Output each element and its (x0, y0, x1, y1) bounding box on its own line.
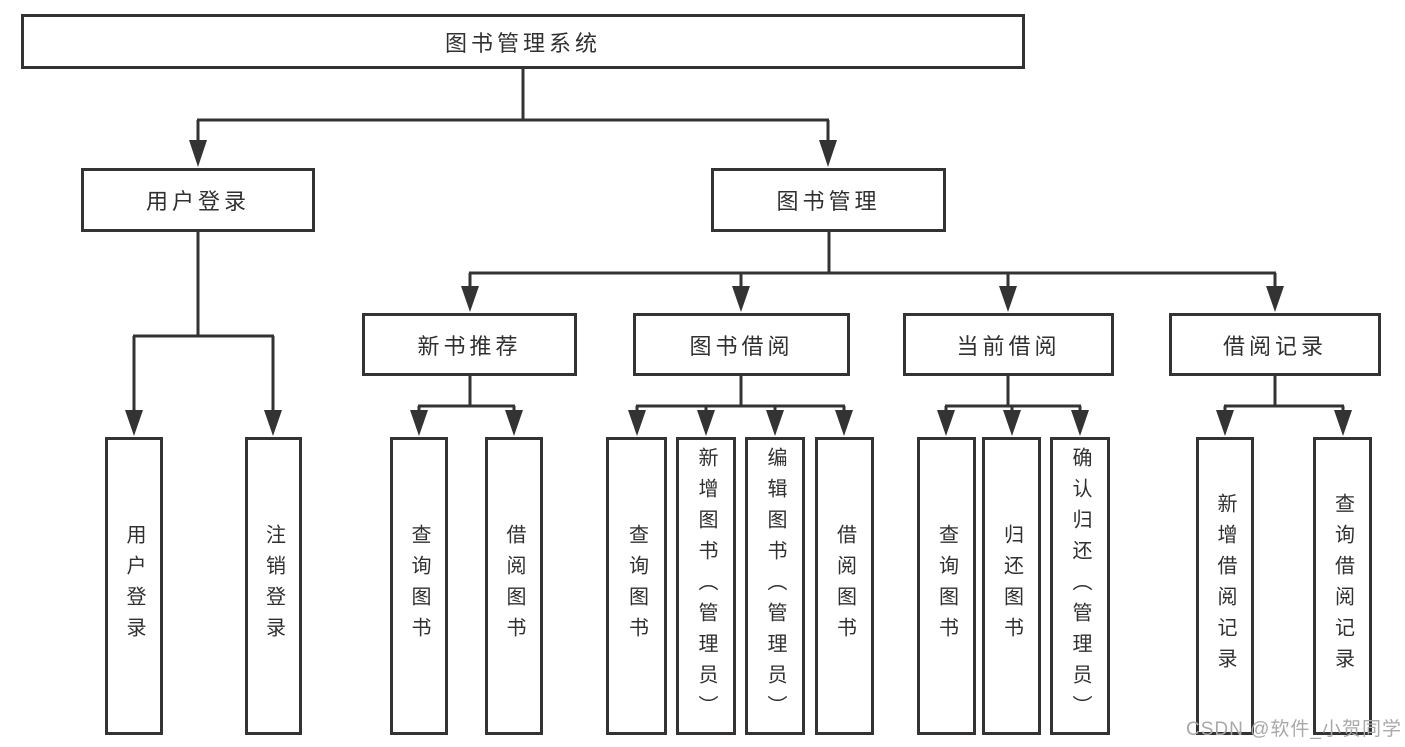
leaf-newbooks-borrow: 借阅图书 (485, 437, 543, 735)
node-root: 图书管理系统 (21, 14, 1025, 69)
connector-user-login-to-leaves (132, 232, 275, 416)
csdn-watermark: CSDN @软件_小贺同学 (1186, 719, 1402, 740)
node-current-borrow: 当前借阅 (903, 313, 1114, 376)
leaf-newbooks-query: 查询图书 (390, 437, 448, 735)
leaf-borrow-add-admin: 新增图书（管理员） (676, 437, 736, 735)
leaf-borrow-edit-admin: 编辑图书（管理员） (745, 437, 805, 735)
connector-level3-to-leaves (417, 376, 1345, 416)
leaf-user-login: 用户登录 (105, 437, 163, 735)
leaf-logout: 注销登录 (245, 437, 302, 735)
node-book-borrow: 图书借阅 (633, 313, 850, 376)
leaf-records-add: 新增借阅记录 (1196, 437, 1254, 735)
leaf-current-query: 查询图书 (917, 437, 976, 735)
node-book-management: 图书管理 (711, 168, 946, 232)
node-new-book-recommend: 新书推荐 (362, 313, 577, 376)
leaf-records-query: 查询借阅记录 (1313, 437, 1372, 735)
node-borrow-records: 借阅记录 (1169, 313, 1381, 376)
leaf-current-return: 归还图书 (982, 437, 1041, 735)
connector-book-management-to-level3 (468, 232, 1277, 292)
leaf-borrow-query: 查询图书 (606, 437, 667, 735)
arrowheads (125, 140, 1352, 436)
connector-root-to-level2 (196, 69, 830, 148)
node-user-login: 用户登录 (81, 168, 315, 232)
leaf-borrow-borrow: 借阅图书 (815, 437, 874, 735)
leaf-current-confirm-return-admin: 确认归还（管理员） (1050, 437, 1110, 735)
